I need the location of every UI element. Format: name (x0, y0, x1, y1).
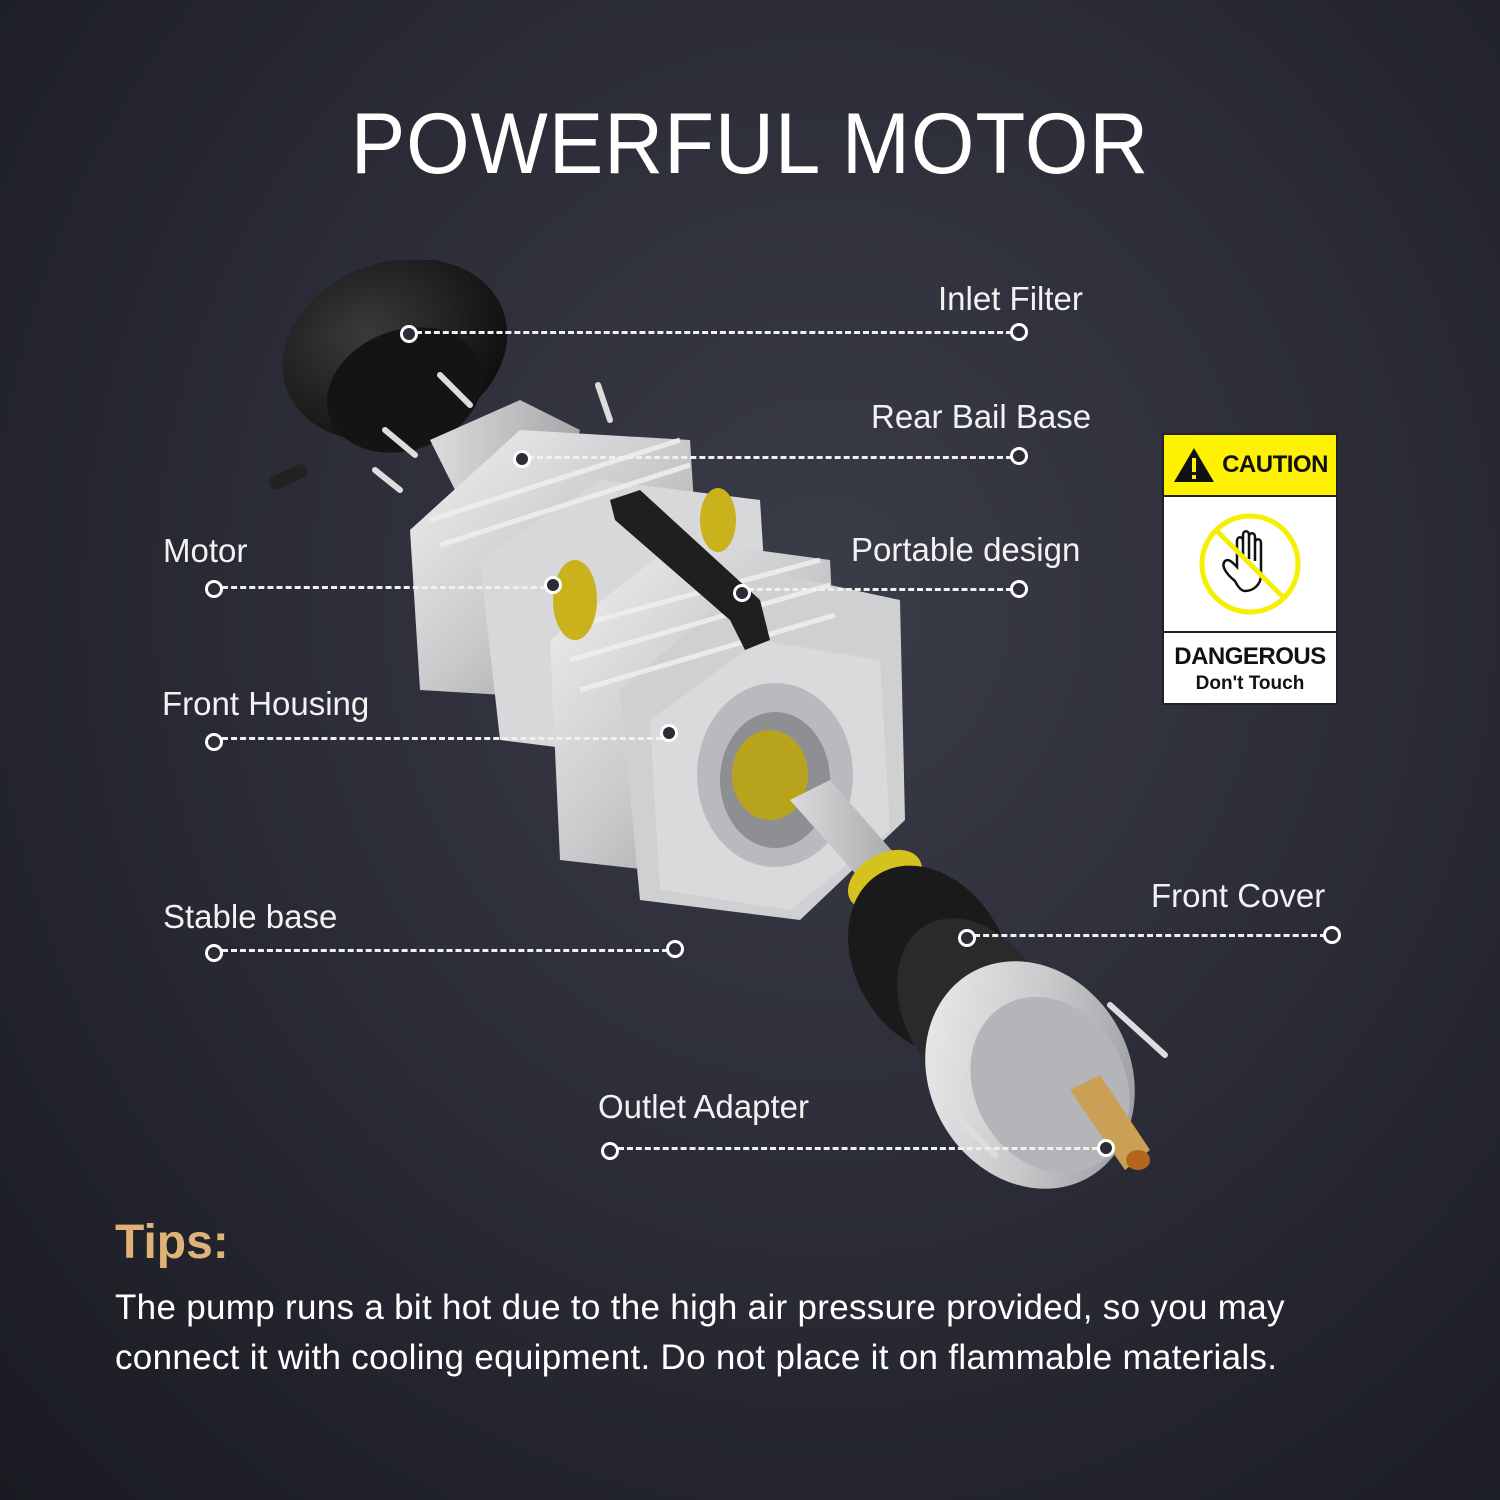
leader-line (222, 737, 662, 740)
callout-label: Portable design (851, 531, 1081, 568)
leader-line (618, 1147, 1098, 1150)
air-pump-exploded-illustration (268, 260, 1168, 1189)
anchor-dot (205, 944, 223, 962)
anchor-dot (400, 325, 418, 343)
leader-line (974, 934, 1326, 937)
anchor-dot (1010, 447, 1028, 465)
danger-text: DANGEROUS (1174, 643, 1326, 670)
anchor-dot (544, 576, 562, 594)
tips-body: The pump runs a bit hot due to the high … (115, 1288, 1285, 1377)
callout-label: Rear Bail Base (871, 398, 1092, 435)
leader-line (222, 586, 546, 589)
callout-label: Front Cover (1151, 877, 1326, 914)
anchor-dot (1010, 323, 1028, 341)
anchor-dot (1097, 1139, 1115, 1157)
callout-label: Stable base (163, 898, 338, 935)
caution-text: CAUTION (1222, 451, 1328, 478)
leader-line (222, 949, 668, 952)
warning-triangle-icon (1174, 448, 1215, 482)
callout-label: Motor (163, 532, 248, 569)
anchor-dot (205, 580, 223, 598)
anchor-dot (958, 929, 976, 947)
callout-label: Outlet Adapter (598, 1088, 809, 1125)
anchor-dot (1010, 580, 1028, 598)
no-touch-hand-icon (1199, 513, 1301, 615)
dont-touch-text: Don't Touch (1195, 673, 1305, 694)
anchor-dot (205, 733, 223, 751)
leader-line (528, 456, 1012, 459)
tips-heading: Tips: (115, 1216, 229, 1269)
callout-label: Inlet Filter (938, 280, 1083, 317)
anchor-dot (660, 724, 678, 742)
leader-line (416, 331, 1012, 334)
anchor-dot (666, 940, 684, 958)
caution-header: CAUTION (1164, 435, 1336, 497)
anchor-dot (601, 1142, 619, 1160)
caution-sign: CAUTION DANGEROUS Don't Touch (1162, 433, 1338, 705)
sign-pictogram (1164, 497, 1336, 633)
page-title: POWERFUL MOTOR (350, 96, 1150, 192)
leader-line (748, 588, 1012, 591)
anchor-dot (1323, 926, 1341, 944)
anchor-dot (513, 450, 531, 468)
callout-label: Front Housing (162, 685, 370, 722)
anchor-dot (733, 584, 751, 602)
